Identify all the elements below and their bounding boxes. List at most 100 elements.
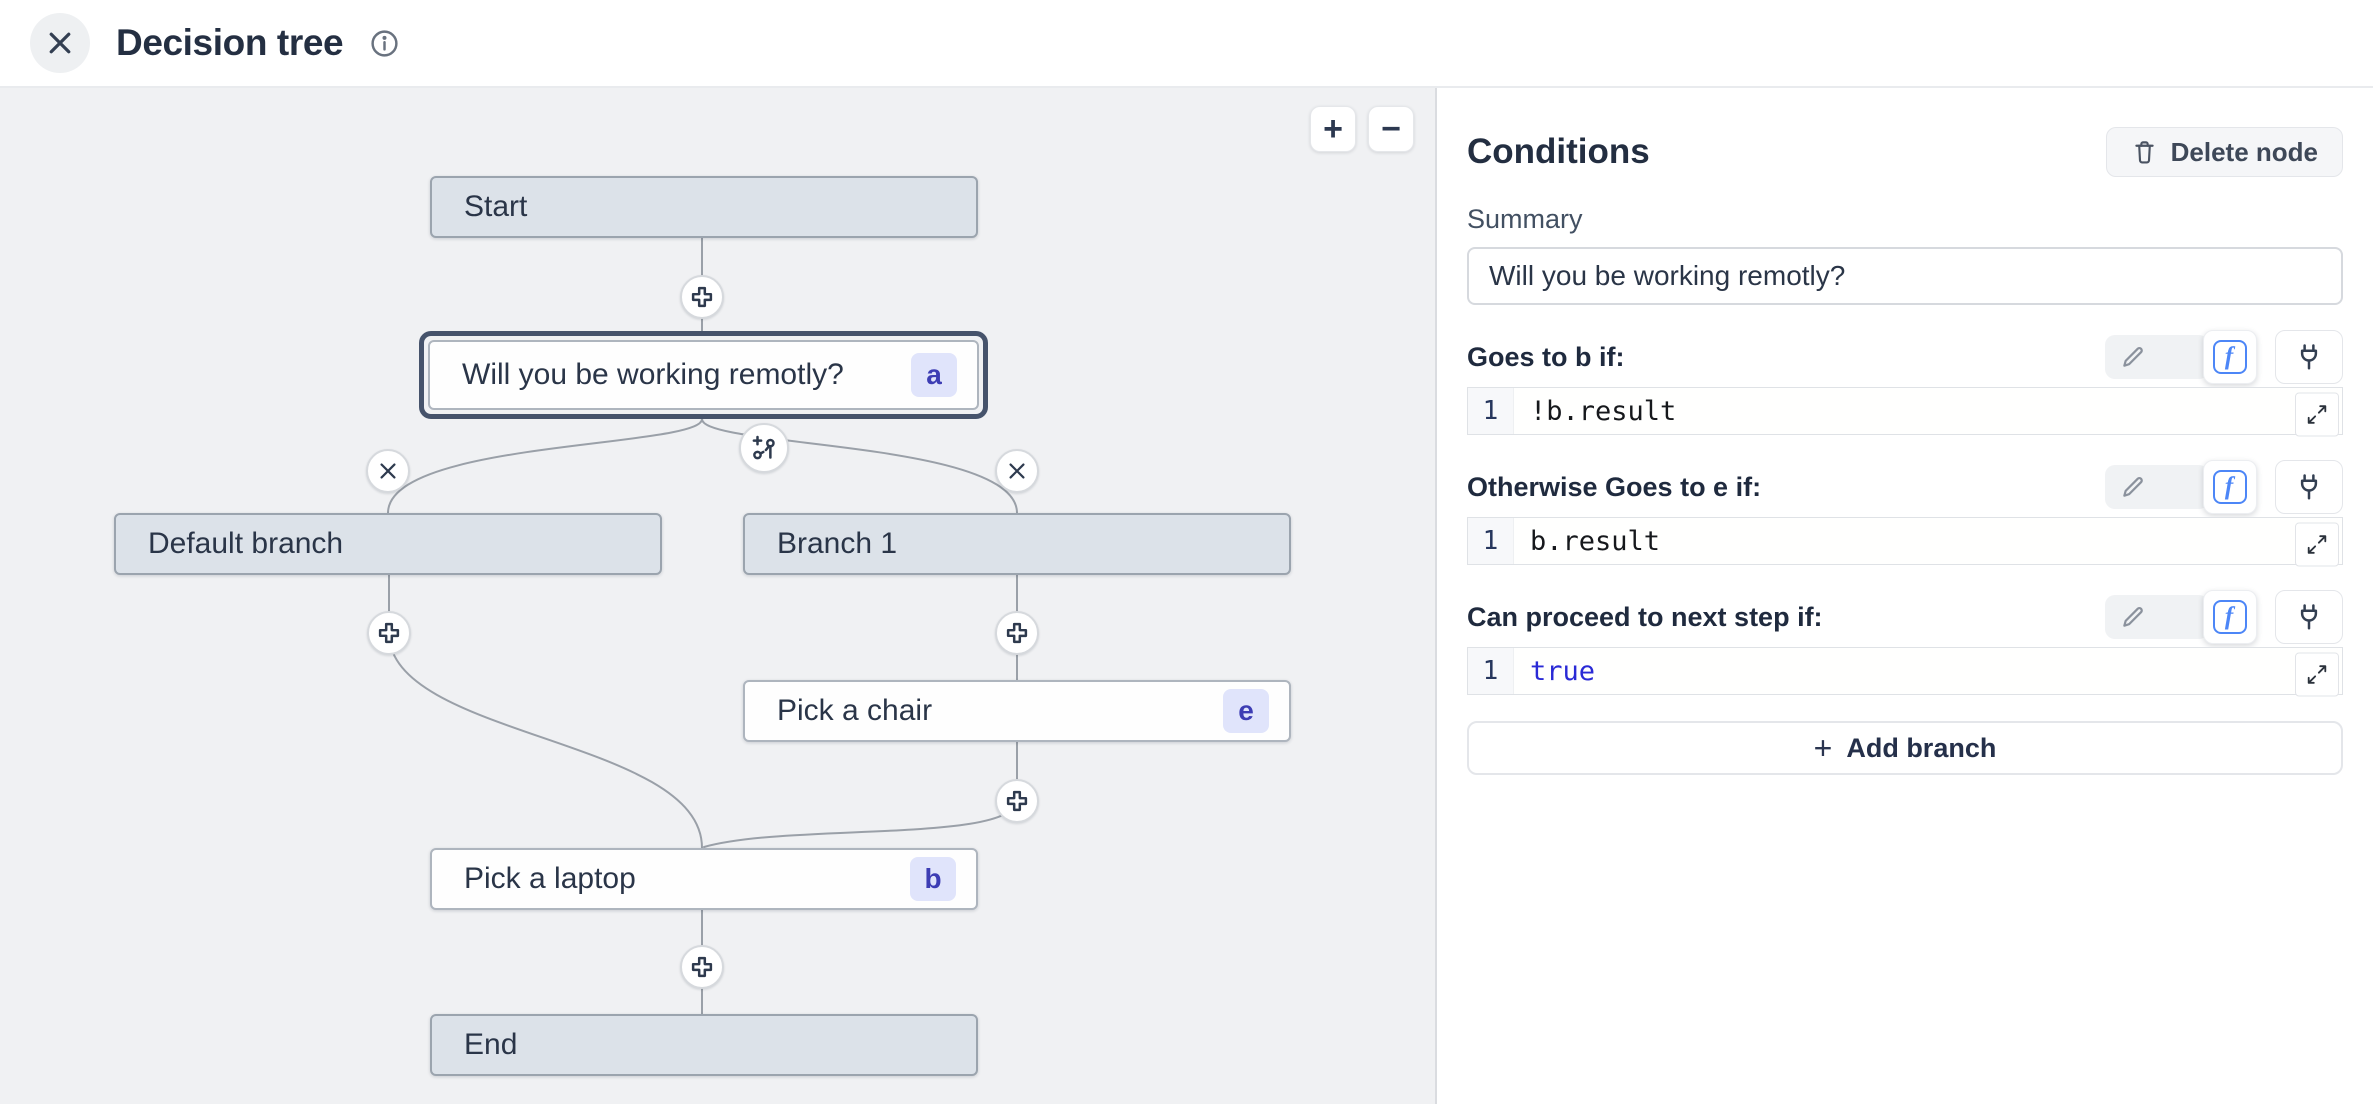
code-editor: 1 !b.result [1467, 387, 2343, 437]
expand-icon [2305, 533, 2329, 557]
zoom-in-icon: + [1323, 110, 1343, 148]
panel-header: Conditions Delete node [1467, 127, 2343, 177]
condition-row: Otherwise Goes to e if: f [1467, 459, 2343, 515]
top-bar: Decision tree [0, 0, 2373, 88]
node-label: Will you be working remotly? [462, 358, 844, 391]
condition-label: Can proceed to next step if: [1467, 601, 1823, 632]
info-icon[interactable] [369, 28, 400, 59]
plus-node-icon [1004, 620, 1030, 646]
add-node-button[interactable] [995, 611, 1039, 655]
conditions-panel: Conditions Delete node Summary Goes to b… [1437, 88, 2373, 1104]
plus-icon: + [1813, 730, 1833, 766]
node-decision[interactable]: Will you be working remotly? a [428, 340, 979, 410]
code-editor: 1 b.result [1467, 517, 2343, 567]
zoom-out-icon: − [1381, 110, 1401, 148]
condition-label: Goes to b if: [1467, 341, 1625, 372]
node-badge: a [911, 353, 957, 397]
condition-row: Goes to b if: f [1467, 329, 2343, 385]
line-number: 1 [1468, 388, 1514, 434]
node-decision-selected: Will you be working remotly? a [419, 331, 988, 419]
expand-icon [2305, 663, 2329, 687]
line-number: 1 [1468, 648, 1514, 694]
fx-mode-button[interactable]: f [2203, 460, 2257, 514]
expand-editor-button[interactable] [2295, 522, 2339, 567]
condition-row: Can proceed to next step if: f [1467, 589, 2343, 645]
fx-mode-button[interactable]: f [2203, 590, 2257, 644]
condition-tools: f [2105, 460, 2343, 514]
code-input[interactable]: true [1530, 655, 1596, 687]
node-label: Pick a laptop [464, 862, 636, 895]
plug-button[interactable] [2275, 590, 2343, 644]
add-node-button[interactable] [680, 945, 724, 989]
plug-button[interactable] [2275, 330, 2343, 384]
node-pick-a-laptop[interactable]: Pick a laptop b [430, 848, 978, 910]
expand-editor-button[interactable] [2295, 392, 2339, 437]
plus-node-icon [1004, 788, 1030, 814]
node-end[interactable]: End [430, 1014, 978, 1076]
add-node-button[interactable] [367, 611, 411, 655]
delete-node-label: Delete node [2170, 136, 2318, 167]
fx-icon: f [2213, 470, 2247, 504]
node-label: End [464, 1028, 518, 1061]
plug-icon [2294, 342, 2324, 372]
zoom-out-button[interactable]: − [1368, 106, 1414, 152]
node-label: Default branch [148, 527, 344, 560]
delete-node-button[interactable]: Delete node [2105, 127, 2343, 177]
add-branch-button[interactable]: + Add branch [1467, 721, 2343, 775]
flow-canvas: + − Start Will you be working remotly? a… [0, 88, 1437, 1104]
pencil-mode-button[interactable] [2105, 595, 2161, 639]
node-start[interactable]: Start [430, 176, 978, 238]
add-branch-split-icon [749, 433, 779, 463]
add-node-button[interactable] [995, 779, 1039, 823]
line-number: 1 [1468, 518, 1514, 564]
plug-button[interactable] [2275, 460, 2343, 514]
fx-icon: f [2213, 340, 2247, 374]
code-editor: 1 true [1467, 647, 2343, 697]
condition-tools: f [2105, 330, 2343, 384]
main-area: + − Start Will you be working remotly? a… [0, 88, 2373, 1104]
plug-icon [2294, 602, 2324, 632]
summary-input[interactable] [1467, 247, 2343, 305]
add-node-button[interactable] [680, 275, 724, 319]
delete-branch-button[interactable] [366, 449, 410, 493]
close-button[interactable] [30, 13, 90, 73]
pencil-icon [2119, 603, 2147, 631]
plus-node-icon [376, 620, 402, 646]
node-branch-1[interactable]: Branch 1 [743, 513, 1291, 575]
fx-icon: f [2213, 600, 2247, 634]
close-icon [45, 28, 75, 58]
pencil-icon [2119, 473, 2147, 501]
condition-label: Otherwise Goes to e if: [1467, 471, 1762, 502]
fx-mode-button[interactable]: f [2203, 330, 2257, 384]
node-badge: b [910, 857, 956, 901]
summary-label: Summary [1467, 204, 1583, 234]
expand-icon [2305, 403, 2329, 427]
node-label: Start [464, 190, 528, 223]
pencil-mode-button[interactable] [2105, 465, 2161, 509]
zoom-in-button[interactable]: + [1310, 106, 1356, 152]
pencil-icon [2119, 343, 2147, 371]
delete-branch-icon [377, 460, 399, 482]
add-branch-label: Add branch [1846, 732, 1997, 763]
delete-branch-button[interactable] [995, 449, 1039, 493]
expand-editor-button[interactable] [2295, 652, 2339, 697]
node-pick-a-chair[interactable]: Pick a chair e [743, 680, 1291, 742]
plus-node-icon [689, 284, 715, 310]
editor-mode-toggle [2105, 465, 2209, 509]
node-badge: e [1223, 689, 1269, 733]
plus-node-icon [689, 954, 715, 980]
add-branch-split-button[interactable] [739, 423, 789, 473]
delete-branch-icon [1006, 460, 1028, 482]
node-label: Branch 1 [777, 527, 898, 560]
page-title: Decision tree [116, 22, 344, 63]
editor-mode-toggle [2105, 595, 2209, 639]
pencil-mode-button[interactable] [2105, 335, 2161, 379]
editor-mode-toggle [2105, 335, 2209, 379]
panel-title: Conditions [1467, 132, 1650, 171]
code-input[interactable]: !b.result [1530, 395, 1677, 427]
trash-icon [2131, 139, 2158, 166]
code-input[interactable]: b.result [1530, 525, 1661, 557]
condition-tools: f [2105, 590, 2343, 644]
node-default-branch[interactable]: Default branch [114, 513, 662, 575]
